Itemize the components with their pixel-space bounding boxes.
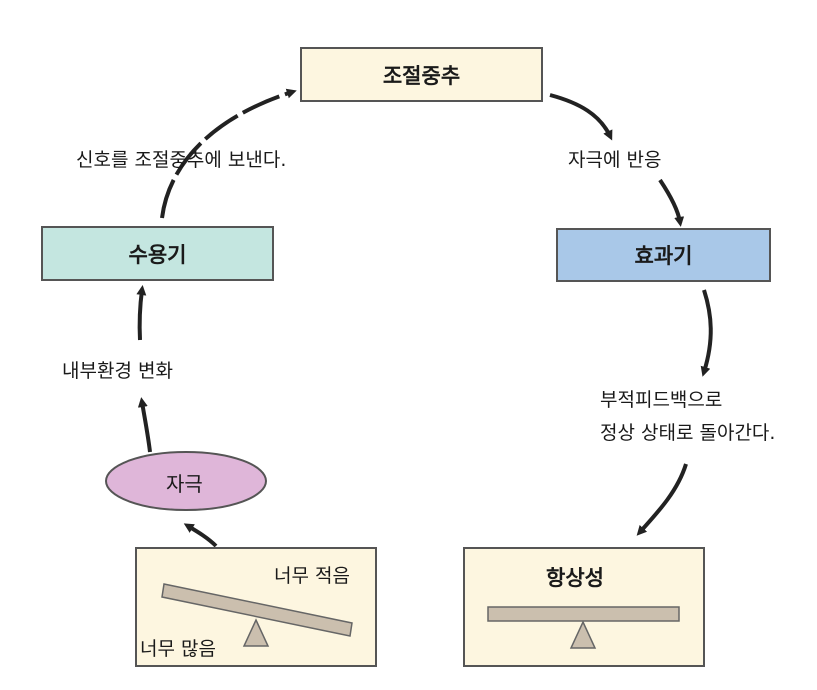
too-much-label: 너무 많음 (140, 638, 216, 660)
arrow-imbalance-to-stimulus (183, 523, 218, 548)
arrow-respond-to-effector (658, 178, 685, 227)
arrow-effector-to-feedback (700, 289, 713, 377)
control-center-label: 조절중추 (382, 63, 461, 88)
control-center-box: 조절중추 (300, 47, 543, 102)
too-little-label: 너무 적음 (274, 565, 350, 587)
arrow-stimulus-to-change (137, 397, 152, 453)
internal-change-label: 내부환경 변화 (62, 360, 173, 382)
imbalance-beam (161, 583, 353, 637)
receptor-label: 수용기 (128, 242, 187, 267)
arrow-center-to-respond (549, 93, 613, 141)
feedback-label-line2: 정상 상태로 돌아간다. (600, 422, 776, 444)
stimulus-ellipse (105, 451, 267, 511)
receptor-box: 수용기 (41, 226, 274, 281)
homeostasis-label: 항상성 (546, 566, 604, 590)
imbalance-fulcrum (242, 618, 270, 647)
arrow-change-to-receptor (136, 285, 147, 341)
homeostasis-beam (487, 606, 680, 622)
stimulus-label: 자극 (166, 472, 203, 496)
arrow-feedback-to-homeostasis (636, 463, 688, 536)
homeostasis-fulcrum (569, 620, 597, 649)
respond-label: 자극에 반응 (568, 149, 662, 171)
arrow-receptor-to-center (160, 88, 297, 219)
send-signal-label: 신호를 조절중추에 보낸다. (76, 149, 287, 171)
effector-box: 효과기 (556, 228, 771, 282)
feedback-label-line1: 부적피드백으로 (600, 389, 723, 411)
effector-label: 효과기 (634, 244, 693, 268)
